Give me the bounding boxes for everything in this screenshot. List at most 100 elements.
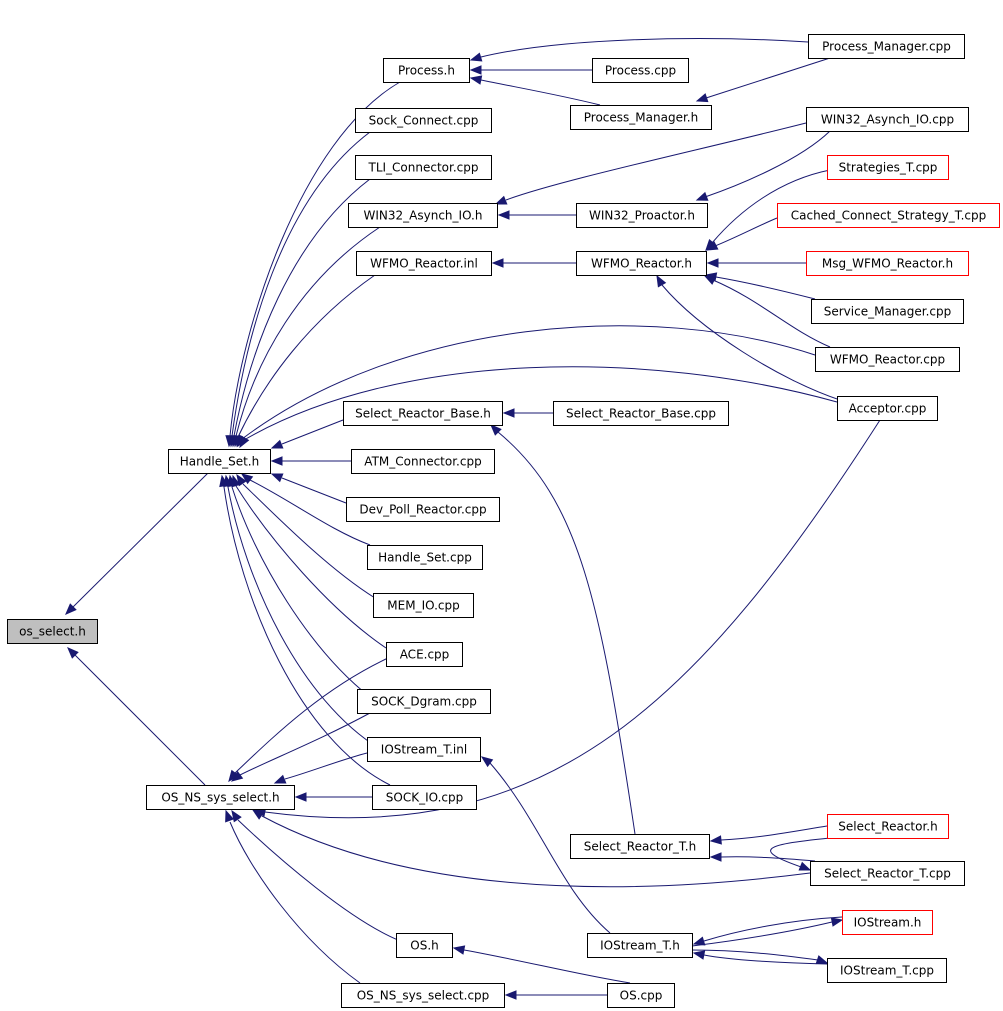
arrowhead-process_manager_cpp-to-process_manager_h — [695, 93, 709, 103]
node-box — [806, 107, 969, 132]
node-process_h[interactable]: Process.h — [383, 58, 470, 83]
node-iostream_h[interactable]: IOStream.h — [842, 910, 933, 935]
node-box — [808, 34, 965, 59]
node-mem_io_cpp[interactable]: MEM_IO.cpp — [373, 593, 474, 618]
edge-select_reactor_t_h-to-select_reactor_base_h — [497, 431, 636, 835]
node-win32_proactor_h[interactable]: WIN32_Proactor.h — [576, 203, 708, 228]
node-box — [343, 401, 503, 426]
edge-sock_dgram_cpp-to-os_ns_sys_select_h — [239, 712, 371, 776]
node-wfmo_reactor_h[interactable]: WFMO_Reactor.h — [576, 251, 707, 276]
edge-handle_set_cpp-to-handle_set_h — [249, 479, 371, 546]
node-select_reactor_h[interactable]: Select_Reactor.h — [827, 814, 949, 839]
arrowhead-os_ns_sys_select_cpp-to-os_ns_sys_select_h — [225, 809, 235, 823]
node-iostream_t_inl[interactable]: IOStream_T.inl — [367, 737, 481, 762]
edge-os_ns_sys_select_h-to-os_select_h — [74, 654, 206, 786]
node-strategies_t_cpp[interactable]: Strategies_T.cpp — [827, 155, 949, 180]
edge-os_ns_sys_select_cpp-to-os_ns_sys_select_h — [229, 821, 361, 984]
node-label: Dev_Poll_Reactor.cpp — [359, 503, 486, 517]
edge-select_reactor_base_h-to-handle_set_h — [281, 419, 344, 445]
node-select_reactor_t_h[interactable]: Select_Reactor_T.h — [570, 834, 710, 859]
node-select_reactor_base_h[interactable]: Select_Reactor_Base.h — [343, 401, 503, 426]
arrowhead-select_reactor_h-to-select_reactor_t_h — [709, 835, 722, 845]
node-box — [7, 619, 98, 644]
arrowhead-win32_proactor_h-to-win32_asynch_io_h — [497, 210, 510, 220]
edge-sock_connect_cpp-to-handle_set_h — [231, 131, 371, 437]
node-tli_connector_cpp[interactable]: TLI_Connector.cpp — [355, 155, 492, 180]
arrowhead-select_reactor_t_cpp-to-select_reactor_t_h — [709, 852, 722, 862]
node-handle_set_h[interactable]: Handle_Set.h — [168, 449, 271, 474]
node-process_manager_cpp[interactable]: Process_Manager.cpp — [808, 34, 965, 59]
edge-os_cpp-to-os_h — [463, 949, 631, 984]
node-box — [777, 203, 1000, 228]
node-label: Strategies_T.cpp — [839, 161, 938, 175]
node-label: IOStream_T.cpp — [840, 964, 934, 978]
node-box — [356, 251, 492, 276]
node-label: WFMO_Reactor.inl — [370, 257, 478, 271]
edge-iostream_h-to-iostream_t_h — [703, 916, 843, 942]
arrowhead-os_h-to-os_ns_sys_select_h — [231, 809, 242, 823]
node-sock_io_cpp[interactable]: SOCK_IO.cpp — [372, 785, 477, 810]
node-win32_asynch_io_h[interactable]: WIN32_Asynch_IO.h — [348, 203, 498, 228]
node-box — [346, 497, 500, 522]
graph-nodes: os_select.h Handle_Set.hOS_NS_sys_select.… — [7, 34, 1000, 1008]
node-win32_asynch_io_cpp[interactable]: WIN32_Asynch_IO.cpp — [806, 107, 969, 132]
edge-wfmo_reactor_cpp-to-handle_set_h — [241, 325, 816, 440]
node-label: Process.h — [398, 64, 455, 78]
node-os_cpp[interactable]: OS.cpp — [607, 983, 675, 1008]
node-atm_connector_cpp[interactable]: ATM_Connector.cpp — [351, 449, 495, 474]
node-process_manager_h[interactable]: Process_Manager.h — [570, 105, 712, 130]
node-box — [842, 910, 933, 935]
arrowhead-iostream_t_cpp-to-iostream_t_h — [692, 950, 706, 960]
node-select_reactor_base_cpp[interactable]: Select_Reactor_Base.cpp — [553, 401, 729, 426]
node-os_ns_sys_select_h[interactable]: OS_NS_sys_select.h — [146, 785, 295, 810]
node-sock_connect_cpp[interactable]: Sock_Connect.cpp — [355, 108, 492, 133]
node-ace_cpp[interactable]: ACE.cpp — [386, 642, 463, 667]
node-box — [811, 299, 964, 324]
node-label: OS_NS_sys_select.cpp — [357, 989, 490, 1003]
arrowhead-win32_asynch_io_cpp-to-win32_asynch_io_h — [494, 195, 508, 205]
node-wfmo_reactor_inl[interactable]: WFMO_Reactor.inl — [356, 251, 492, 276]
edge-acceptor_cpp-to-os_ns_sys_select_h — [264, 419, 881, 819]
node-label: os_select.h — [19, 625, 86, 639]
arrowhead-os_ns_sys_select_h-to-os_select_h — [67, 647, 79, 659]
node-select_reactor_t_cpp[interactable]: Select_Reactor_T.cpp — [810, 861, 965, 886]
edge-os_h-to-os_ns_sys_select_h — [237, 819, 399, 941]
node-label: Msg_WFMO_Reactor.h — [822, 257, 953, 271]
node-box — [168, 449, 271, 474]
node-label: Handle_Set.h — [180, 455, 259, 469]
edge-process_manager_cpp-to-process_h — [480, 38, 809, 58]
node-dev_poll_reactor_cpp[interactable]: Dev_Poll_Reactor.cpp — [346, 497, 500, 522]
node-label: IOStream_T.inl — [381, 743, 467, 757]
node-service_manager_cpp[interactable]: Service_Manager.cpp — [811, 299, 964, 324]
node-handle_set_cpp[interactable]: Handle_Set.cpp — [367, 545, 483, 570]
node-label: Select_Reactor.h — [838, 820, 937, 834]
node-box — [351, 449, 495, 474]
edge-strategies_t_cpp-to-wfmo_reactor_h — [711, 169, 831, 244]
node-box — [827, 814, 949, 839]
edge-win32_asynch_io_cpp-to-win32_proactor_h — [704, 130, 831, 198]
node-iostream_t_h[interactable]: IOStream_T.h — [587, 933, 693, 958]
node-box — [396, 933, 453, 958]
node-msg_wfmo_reactor_h[interactable]: Msg_WFMO_Reactor.h — [806, 251, 969, 276]
edge-sock_io_cpp-to-handle_set_h — [223, 486, 391, 786]
node-label: OS.h — [410, 939, 438, 953]
node-box — [357, 689, 491, 714]
node-wfmo_reactor_cpp[interactable]: WFMO_Reactor.cpp — [815, 347, 960, 372]
node-label: WFMO_Reactor.cpp — [830, 353, 945, 367]
node-process_cpp[interactable]: Process.cpp — [592, 58, 689, 83]
edge-handle_set_h-to-os_select_h — [72, 472, 209, 608]
node-label: TLI_Connector.cpp — [368, 161, 479, 175]
arrowhead-sock_io_cpp-to-os_ns_sys_select_h — [294, 792, 307, 802]
node-sock_dgram_cpp[interactable]: SOCK_Dgram.cpp — [357, 689, 491, 714]
arrowhead-acceptor_cpp-to-wfmo_reactor_h — [656, 274, 667, 288]
edge-acceptor_cpp-to-wfmo_reactor_h — [661, 284, 841, 401]
node-label: Process_Manager.h — [584, 111, 698, 125]
edge-wfmo_reactor_inl-to-handle_set_h — [237, 274, 376, 438]
edge-service_manager_cpp-to-wfmo_reactor_h — [715, 276, 816, 300]
node-iostream_t_cpp[interactable]: IOStream_T.cpp — [827, 958, 947, 983]
node-os_ns_sys_select_cpp[interactable]: OS_NS_sys_select.cpp — [341, 983, 505, 1008]
node-cached_connect_strategy_t_cpp[interactable]: Cached_Connect_Strategy_T.cpp — [777, 203, 1000, 228]
edge-select_reactor_h-to-select_reactor_t_cpp — [770, 837, 831, 871]
node-os_h[interactable]: OS.h — [396, 933, 453, 958]
node-acceptor_cpp[interactable]: Acceptor.cpp — [837, 396, 938, 421]
